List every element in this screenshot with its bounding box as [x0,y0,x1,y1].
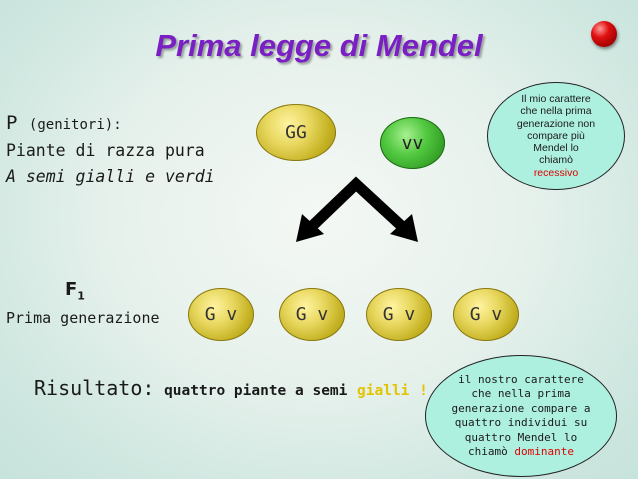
f1-subscript: 1 [77,289,85,303]
callout-line: Il mio carattere [521,93,591,106]
p-letter: P [6,112,18,134]
parent-yellow-genotype: GG [256,104,336,161]
callout-line: che nella prima [520,105,592,118]
recessive-callout: Il mio carattere che nella prima generaz… [487,82,625,190]
f1-letter: F [65,279,78,300]
recessive-keyword: recessivo [533,166,579,179]
result-line: Risultato: quattro piante a semi gialli … [34,376,428,400]
callout-line: compare più [527,129,585,142]
result-highlight: gialli [357,383,410,399]
dominant-callout: il nostro carattere che nella prima gene… [425,355,617,477]
f1-genotype-4: G v [453,288,519,341]
callout-line: il nostro carattere [458,372,584,386]
result-end: ! [419,383,428,399]
arrow-head-right [390,214,418,242]
f1-genotype-1: G v [188,288,254,341]
dominant-keyword: dominante [514,445,574,458]
parents-line-2: A semi gialli e verdi [6,167,215,186]
genotype-label: G v [469,304,503,325]
f1-label: F1 [65,279,85,303]
callout-line: generazione compare a [451,401,591,415]
f1-genotype-2: G v [279,288,345,341]
callout-prefix: chiamò [468,445,508,458]
callout-last-line: chiamò dominante [468,445,574,460]
parent-green-genotype: vv [380,117,445,169]
callout-line: che nella prima [471,387,571,400]
f1-genotype-3: G v [366,288,432,341]
callout-line: chiamò [539,154,573,167]
f1-description: Prima generazione [6,309,160,327]
result-text: quattro piante a semi [164,383,348,399]
callout-line: quattro Mendel lo [464,430,578,444]
callout-line: Mendel lo [533,142,579,155]
callout-line: quattro individui su [454,416,588,429]
p-note: (genitori): [28,117,122,133]
result-label: Risultato: [34,376,155,400]
arrow-shaft [302,176,412,237]
callout-line: generazione non [516,117,596,130]
arrow-head-left [296,214,324,242]
parents-line-1: Piante di razza pura [6,141,205,160]
genotype-label: GG [285,122,307,143]
cross-arrows-icon [296,176,418,242]
genotype-label: vv [401,132,424,154]
red-ball-icon [591,21,617,47]
genotype-label: G v [204,304,238,325]
genotype-label: G v [382,304,416,325]
parents-label: P (genitori): [6,112,122,134]
slide-title: Prima legge di Mendel [155,28,483,63]
genotype-label: G v [295,304,329,325]
